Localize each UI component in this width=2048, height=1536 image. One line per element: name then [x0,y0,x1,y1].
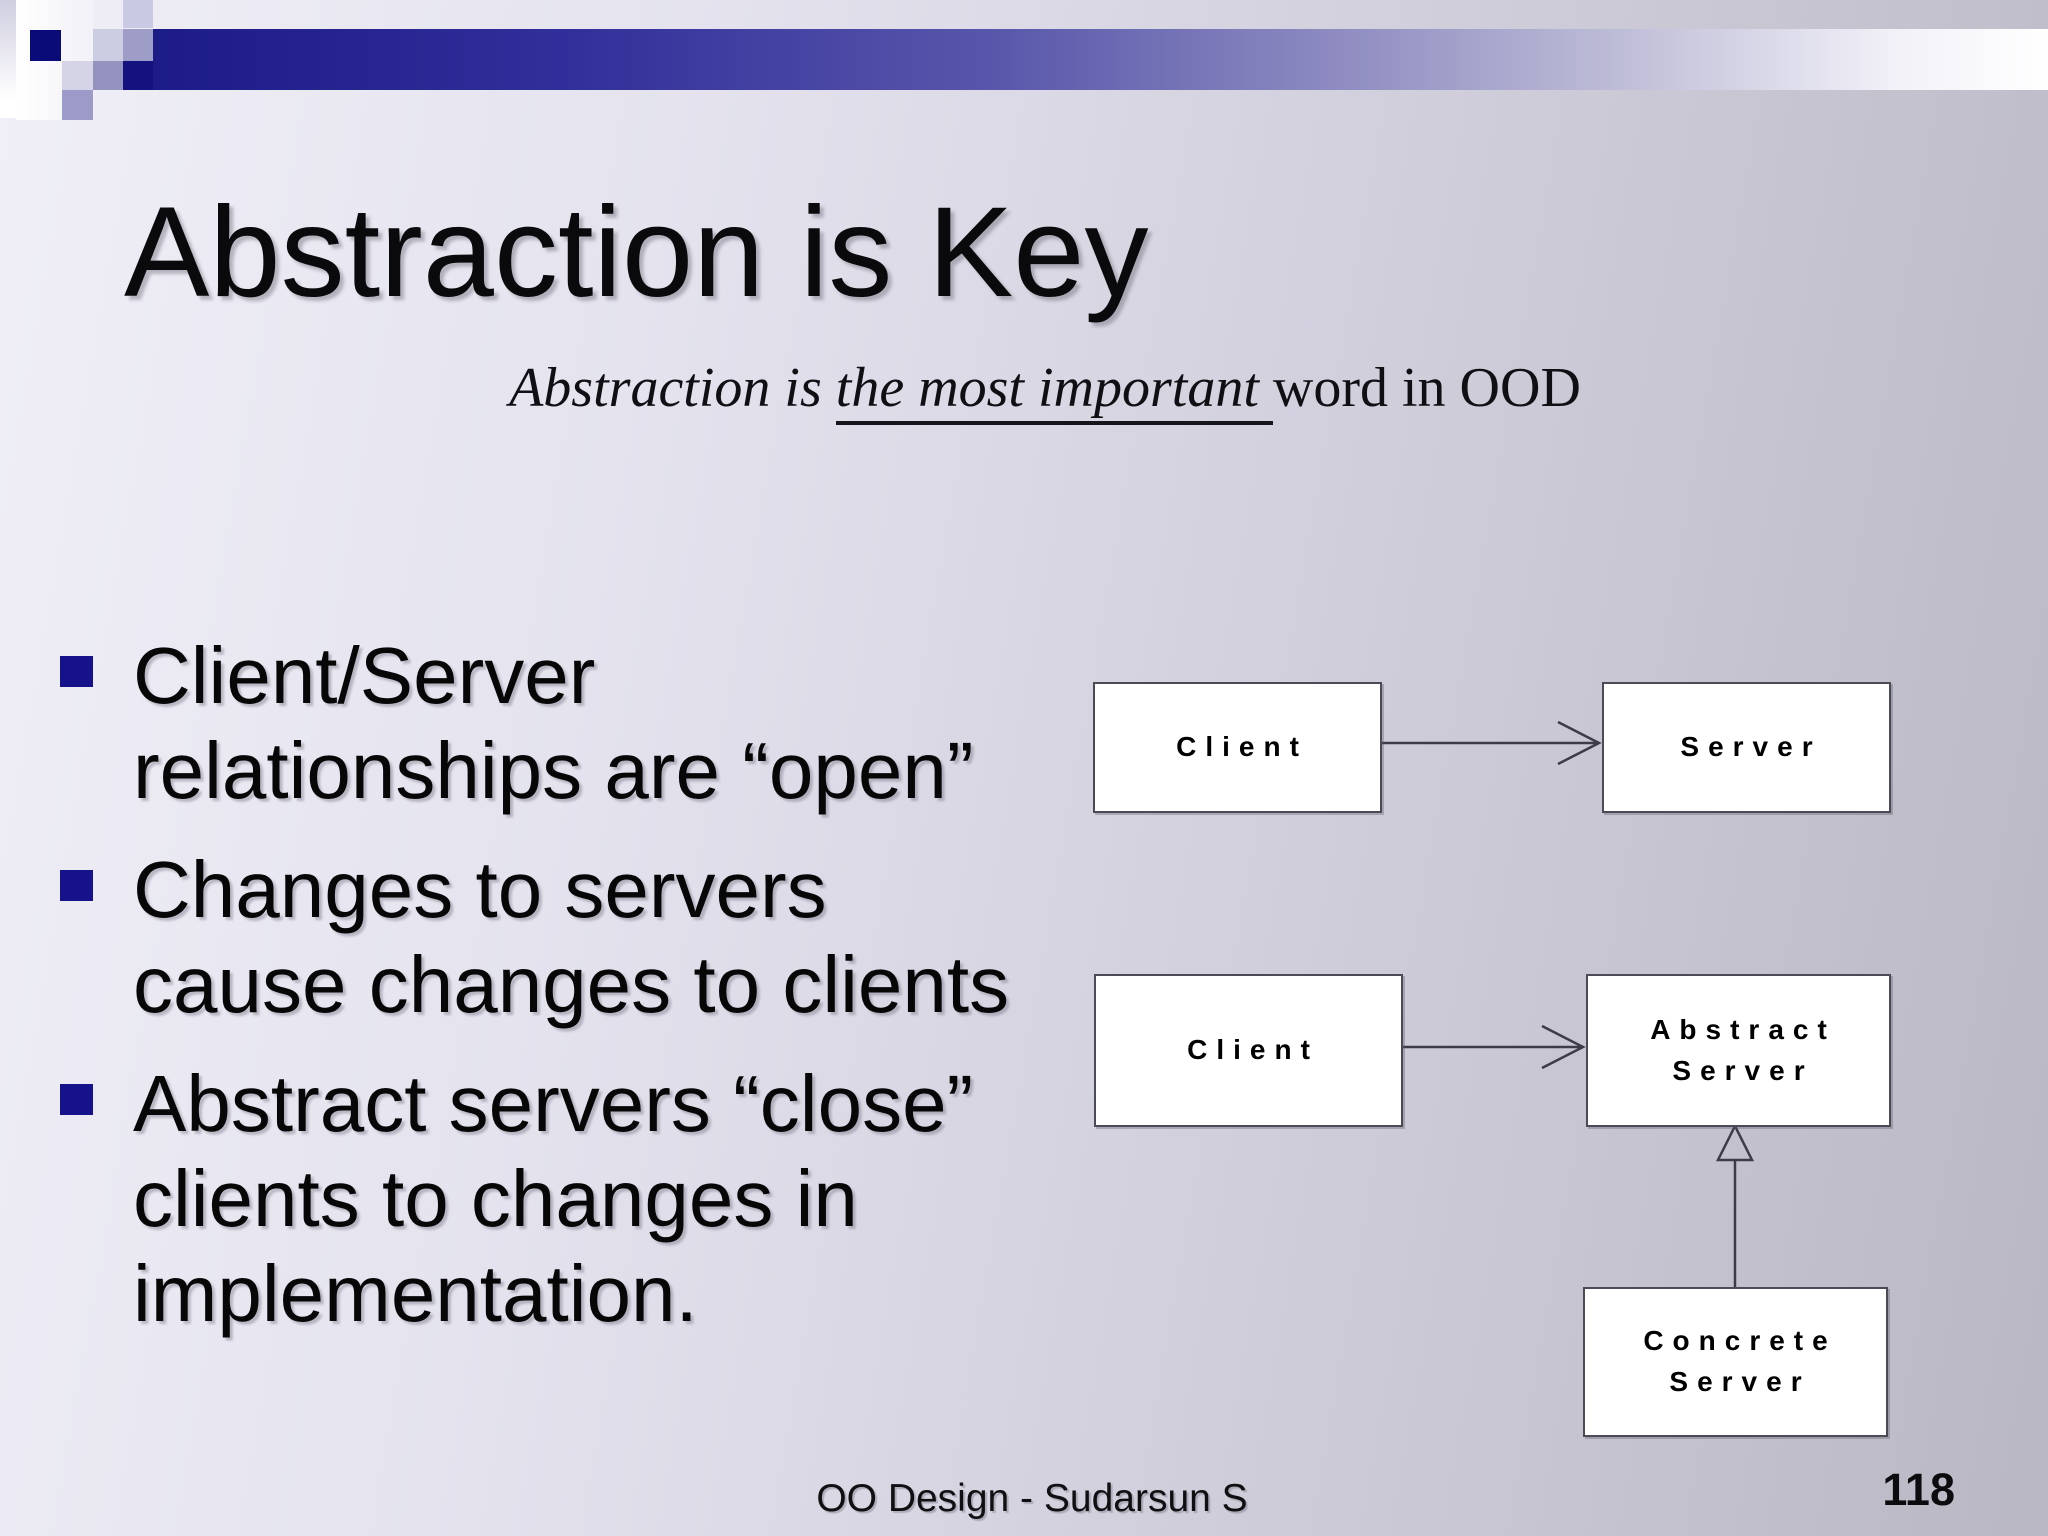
banner-left-strip [0,0,17,118]
bullet-square-icon [60,1084,93,1115]
diagram-box-client-bottom: Client [1094,974,1403,1127]
deco-square [93,29,123,61]
box-label-line1: Concrete [1643,1325,1837,1357]
box-label: Server [1680,731,1822,763]
box-label-line1: Abstract [1650,1013,1836,1045]
box-label: Client [1187,1034,1319,1066]
diagram-box-server: Server [1602,682,1891,813]
deco-square [62,61,93,90]
box-label: Client [1176,731,1308,763]
subtitle-tail: word in OOD [1272,357,1581,419]
bullet-text: Changes to servers cause changes to clie… [133,845,1010,1029]
diagram-box-client-top: Client [1093,682,1382,813]
footer-text: OO Design - Sudarsun S [816,1477,1248,1520]
deco-square [93,61,123,90]
subtitle-lead: Abstraction is [509,357,836,419]
page-number: 118 [1882,1464,1955,1515]
association-arrow-bottom [1400,1024,1586,1070]
bullet-square-icon [60,870,93,901]
deco-square [62,90,93,120]
bullet-item: Client/Server relationships are “open” [60,628,1060,818]
deco-square-navy [30,30,61,61]
banner-gradient-bar [153,29,2048,90]
bullet-item: Changes to servers cause changes to clie… [60,842,1060,1032]
diagram-box-concrete-server: Concrete Server [1583,1287,1888,1437]
bullet-item: Abstract servers “close” clients to chan… [60,1056,1060,1341]
box-label-line2: Server [1672,1054,1814,1086]
association-arrow-top [1379,720,1602,766]
slide-subtitle: Abstraction is the most important word i… [0,356,2048,425]
subtitle-underlined: the most important [835,357,1273,425]
bullet-text: Client/Server relationships are “open” [133,631,974,815]
diagram-box-abstract-server: Abstract Server [1586,974,1891,1127]
slide-title: Abstraction is Key [124,181,1149,324]
box-label-line2: Server [1669,1366,1811,1397]
slide-banner [0,0,2048,130]
deco-square [123,0,153,28]
bullet-text: Abstract servers “close” clients to chan… [133,1059,974,1338]
bullet-square-icon [60,656,93,687]
bullet-list: Client/Server relationships are “open” C… [60,628,1060,1365]
deco-square-navy [123,61,153,90]
generalization-arrow [1715,1123,1755,1287]
deco-square [123,29,153,61]
